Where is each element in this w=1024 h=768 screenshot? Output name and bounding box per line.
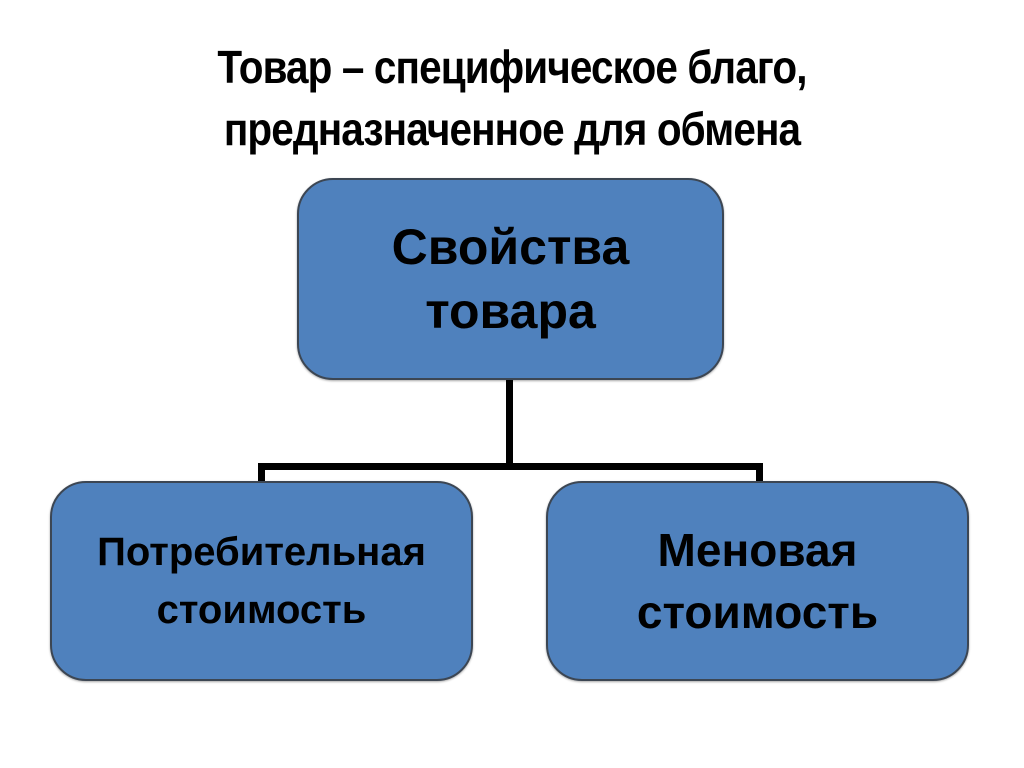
connector-right-stub	[756, 463, 763, 485]
node-exchange-value: Меновая стоимость	[546, 481, 969, 681]
node-product-properties-line2: товара	[425, 283, 596, 339]
connector-root-drop	[506, 380, 513, 465]
node-product-properties-line1: Свойства	[391, 219, 630, 275]
node-use-value: Потребительная стоимость	[50, 481, 473, 681]
connector-horizontal-bar	[258, 463, 763, 470]
slide-title-line2: предназначенное для обмена	[223, 103, 801, 155]
node-exchange-value-line1: Меновая	[657, 524, 858, 576]
node-exchange-value-line2: стоимость	[636, 586, 879, 638]
node-use-value-line1: Потребительная	[97, 530, 426, 574]
node-use-value-line2: стоимость	[156, 588, 367, 632]
connector-left-stub	[258, 463, 265, 485]
slide-title-line1: Товар – специфическое благо,	[217, 41, 807, 93]
node-product-properties: Свойства товара	[297, 178, 724, 380]
slide-title: Товар – специфическое благо, предназначе…	[61, 36, 962, 160]
